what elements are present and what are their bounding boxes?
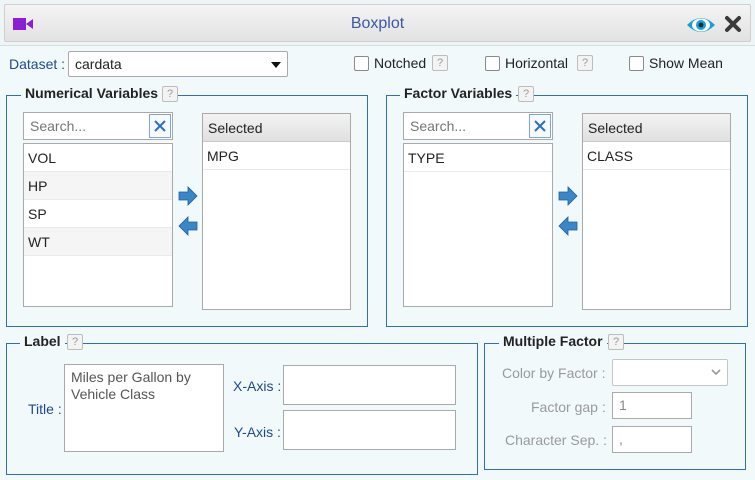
numerical-search-clear-button[interactable] xyxy=(149,114,171,138)
numerical-available-list[interactable]: VOL HP SP WT xyxy=(23,143,173,307)
numerical-search-input[interactable] xyxy=(24,113,148,139)
list-item[interactable]: CLASS xyxy=(583,142,730,170)
selected-header: Selected xyxy=(583,114,730,142)
title-bar: Boxplot xyxy=(0,0,755,46)
factor-search-input[interactable] xyxy=(404,113,528,139)
factor-gap-label: Factor gap : xyxy=(531,399,606,415)
window-title: Boxplot xyxy=(350,15,405,32)
factor-variables-title: Factor Variables xyxy=(400,85,517,101)
label-help-icon[interactable]: ? xyxy=(67,334,83,350)
yaxis-input[interactable] xyxy=(283,410,456,450)
factor-selected-list[interactable]: Selected CLASS xyxy=(582,113,731,310)
numerical-selected-list[interactable]: Selected MPG xyxy=(202,113,351,310)
label-group-title: Label xyxy=(20,333,65,349)
factor-variables-group xyxy=(386,95,748,327)
arrow-right-icon[interactable] xyxy=(178,186,198,206)
notched-checkbox[interactable] xyxy=(354,56,369,71)
list-item[interactable]: MPG xyxy=(203,142,350,170)
title-textarea[interactable]: Miles per Gallon by Vehicle Class xyxy=(64,364,224,452)
multiple-factor-title: Multiple Factor xyxy=(499,333,607,349)
chevron-down-icon xyxy=(711,369,721,376)
list-item[interactable]: SP xyxy=(24,200,172,228)
character-sep-input[interactable]: , xyxy=(612,426,692,453)
dataset-label: Dataset : xyxy=(9,56,66,72)
show-mean-label: Show Mean xyxy=(649,55,723,71)
close-icon xyxy=(154,120,166,132)
factor-help-icon[interactable]: ? xyxy=(518,86,534,102)
xaxis-field-label: X-Axis : xyxy=(233,378,282,394)
selected-header: Selected xyxy=(203,114,350,142)
color-by-factor-label: Color by Factor : xyxy=(502,365,606,381)
dataset-select[interactable]: cardata xyxy=(68,51,288,77)
character-sep-label: Character Sep. : xyxy=(505,432,607,448)
close-icon xyxy=(534,120,546,132)
factor-search-clear-button[interactable] xyxy=(529,114,551,138)
factor-gap-input[interactable]: 1 xyxy=(612,392,692,419)
arrow-left-icon[interactable] xyxy=(178,216,198,236)
list-item[interactable]: VOL xyxy=(24,144,172,172)
dataset-select-value: cardata xyxy=(75,56,122,72)
title-field-label: Title : xyxy=(28,401,62,417)
video-camera-icon xyxy=(13,18,33,30)
list-item[interactable]: TYPE xyxy=(404,144,552,172)
factor-search xyxy=(403,112,553,140)
multiple-factor-help-icon[interactable]: ? xyxy=(608,334,624,350)
list-item[interactable]: WT xyxy=(24,228,172,256)
notched-label: Notched xyxy=(374,55,427,71)
show-mean-checkbox[interactable] xyxy=(629,56,644,71)
horizontal-label: Horizontal xyxy=(505,55,569,71)
factor-available-list[interactable]: TYPE xyxy=(403,143,553,307)
notched-help-icon[interactable]: ? xyxy=(432,55,448,71)
chevron-down-icon xyxy=(271,62,281,68)
label-group xyxy=(6,343,478,475)
numerical-variables-group xyxy=(6,95,368,327)
list-item[interactable]: HP xyxy=(24,172,172,200)
numerical-help-icon[interactable]: ? xyxy=(162,86,178,102)
numerical-variables-title: Numerical Variables xyxy=(21,85,163,101)
close-icon[interactable] xyxy=(724,15,742,33)
yaxis-field-label: Y-Axis : xyxy=(234,424,281,440)
arrow-right-icon[interactable] xyxy=(558,186,578,206)
numerical-search xyxy=(23,112,173,140)
horizontal-checkbox[interactable] xyxy=(485,56,500,71)
arrow-left-icon[interactable] xyxy=(558,216,578,236)
title-bar-inner: Boxplot xyxy=(4,4,751,42)
color-by-factor-select[interactable] xyxy=(612,359,728,386)
eye-icon[interactable] xyxy=(686,16,716,34)
horizontal-help-icon[interactable]: ? xyxy=(577,55,593,71)
xaxis-input[interactable] xyxy=(283,365,456,405)
